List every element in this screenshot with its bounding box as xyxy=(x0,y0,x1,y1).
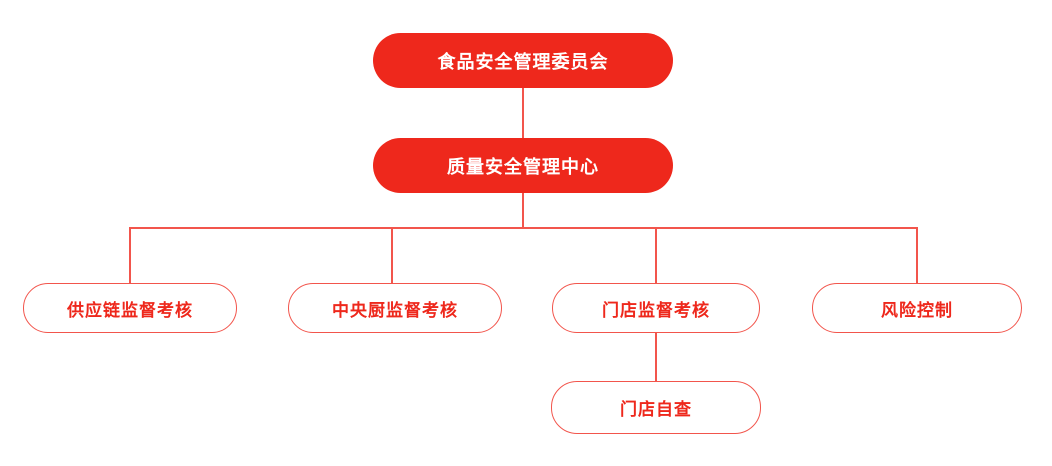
connector-horizontal-bus xyxy=(129,227,917,229)
connector-drop-child-2 xyxy=(391,227,393,283)
connector-drop-child-3 xyxy=(655,227,657,283)
node-store-supervision: 门店监督考核 xyxy=(552,283,760,333)
node-central-kitchen-supervision: 中央厨监督考核 xyxy=(288,283,502,333)
connector-child3-to-grandchild xyxy=(655,333,657,381)
node-quality-safety-center: 质量安全管理中心 xyxy=(373,138,673,193)
connector-drop-child-1 xyxy=(129,227,131,283)
connector-center-to-bus xyxy=(522,193,524,227)
node-risk-control: 风险控制 xyxy=(812,283,1022,333)
node-food-safety-committee: 食品安全管理委员会 xyxy=(373,33,673,88)
node-store-self-inspection: 门店自查 xyxy=(551,381,761,434)
connector-drop-child-4 xyxy=(916,227,918,283)
connector-root-to-center xyxy=(522,88,524,138)
node-supply-chain-supervision: 供应链监督考核 xyxy=(23,283,237,333)
